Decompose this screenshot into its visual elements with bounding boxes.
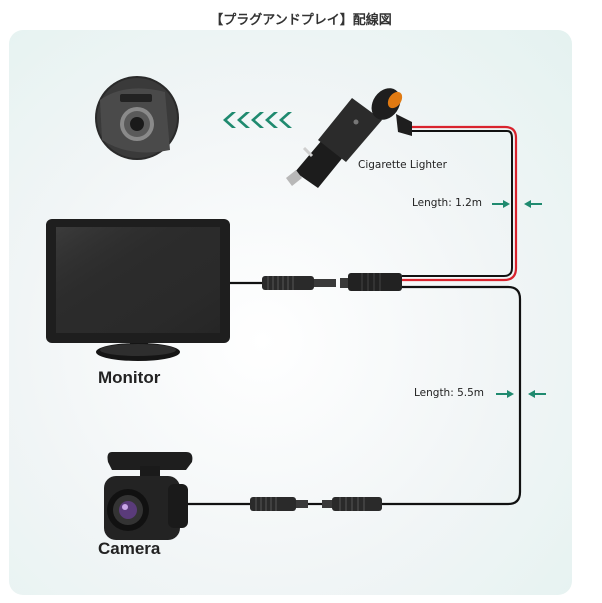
monitor-plug — [262, 276, 336, 290]
camera-plug — [250, 497, 308, 511]
extension-cable-plug — [322, 497, 382, 511]
cigarette-lighter-plug — [286, 88, 412, 188]
length-top-label: Length: 1.2m — [412, 197, 483, 209]
power-socket-connector — [340, 273, 402, 291]
monitor-device — [46, 219, 230, 361]
length-bottom-label: Length: 5.5m — [414, 387, 485, 399]
cigarette-lighter-label: Cigarette Lighter — [358, 159, 447, 171]
length-indicator-top — [492, 200, 542, 208]
length-indicator-bottom — [496, 390, 546, 398]
monitor-label: Monitor — [98, 368, 161, 387]
camera-label: Camera — [98, 539, 161, 558]
camera-device — [104, 452, 193, 540]
lighter-socket-inset — [95, 76, 179, 160]
power-wire — [402, 125, 518, 282]
diagram-title: 【プラグアンドプレイ】配線図 — [210, 13, 392, 28]
video-cable — [187, 281, 522, 506]
chevron-left-icon — [223, 112, 292, 128]
